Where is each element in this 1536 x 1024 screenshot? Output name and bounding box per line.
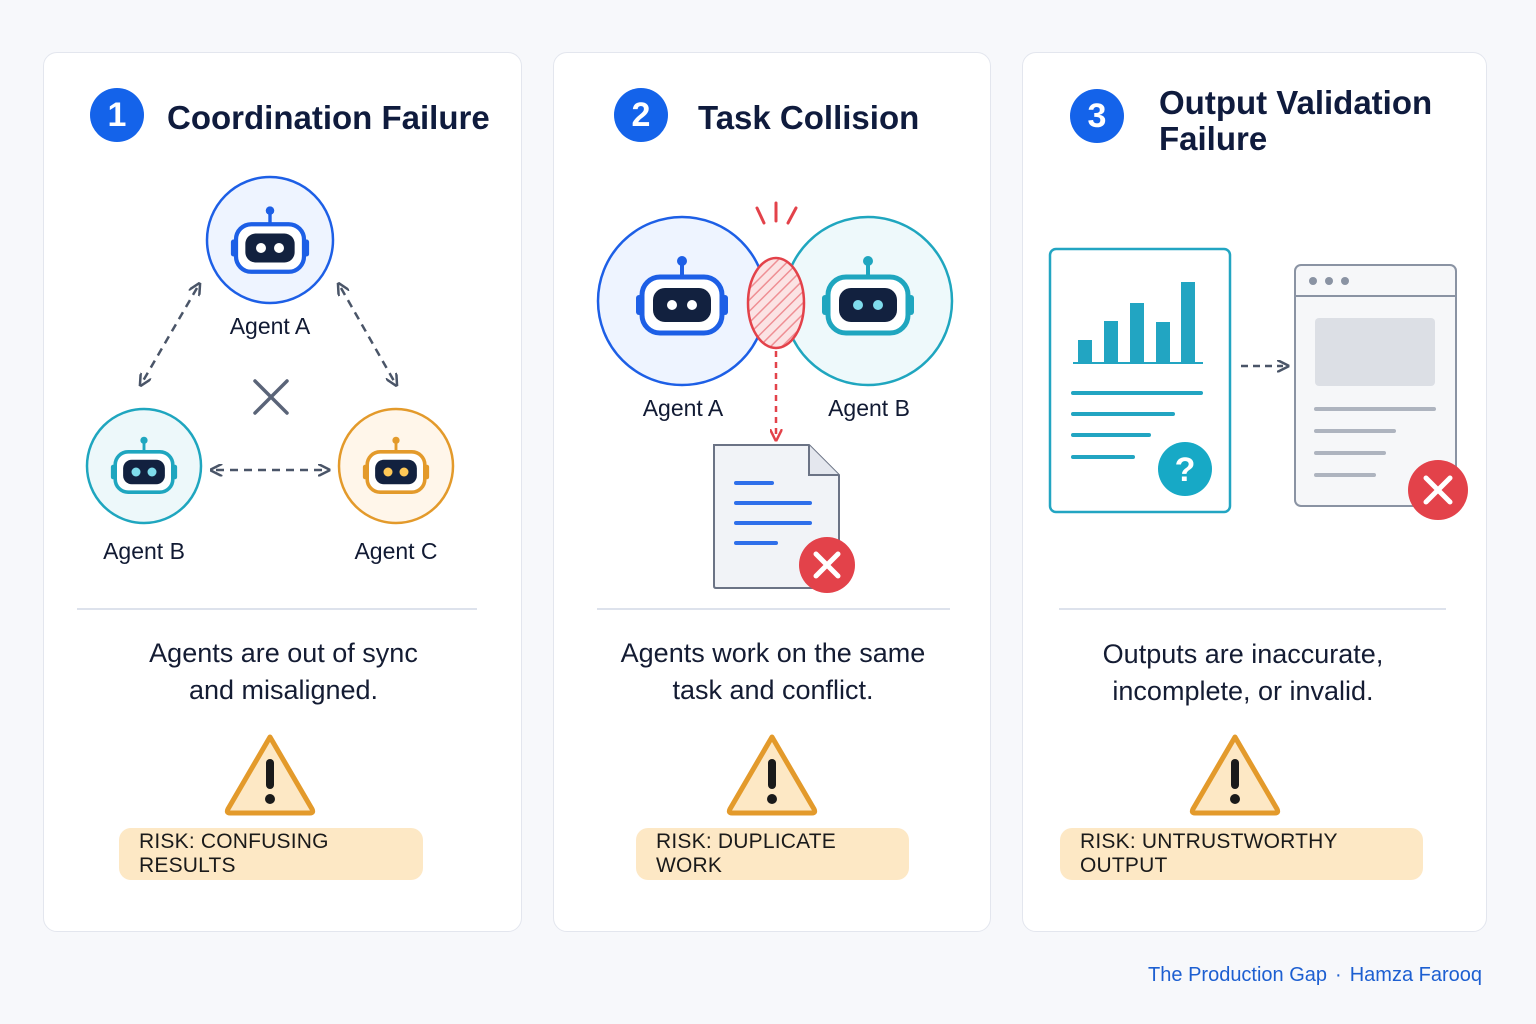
validation-diagram: ? [1048,247,1468,520]
divider [77,608,477,610]
card-description: Outputs are inaccurate, incomplete, or i… [1102,639,1384,706]
agent-a-robot-icon [205,175,335,305]
card-task-collision: 2 Task Collision [553,52,991,932]
risk-badge: RISK: CONFUSING RESULTS [119,828,423,880]
link-a-c [341,288,394,381]
card-description: Agents work on the same task and conflic… [620,638,926,705]
error-x-icon [1408,460,1468,520]
svg-text:?: ? [1175,451,1196,489]
warning-triangle-icon [726,734,818,816]
card-title: Coordination Failure [167,99,490,136]
error-x-icon [799,537,855,593]
risk-badge: RISK: UNTRUSTWORTHY OUTPUT [1060,828,1423,880]
agent-c-robot-icon [337,407,455,525]
agent-a-label: Agent A [643,395,724,421]
question-icon: ? [1158,442,1212,496]
impact-lines-icon [755,201,798,225]
agent-c-label: Agent C [354,538,437,564]
step-number-badge: 3 [1070,89,1124,143]
agent-b-label: Agent B [103,538,185,564]
footer-attribution: The Production Gap · Hamza Farooq [1148,964,1482,987]
card-title: Output Validation Failure [1159,84,1433,157]
step-number-badge: 2 [614,88,668,142]
card-output-validation-failure: 3 Output Validation Failure ? [1022,52,1487,932]
browser-window-icon [1294,264,1457,507]
card-title: Task Collision [698,99,920,136]
author-name[interactable]: Hamza Farooq [1349,964,1482,986]
publication-name[interactable]: The Production Gap [1148,964,1328,986]
divider [597,608,950,610]
warning-triangle-icon [1189,734,1281,816]
divider [1059,608,1446,610]
broken-connection-x-icon [253,379,289,415]
collision-overlap-zone [746,256,806,350]
risk-badge: RISK: DUPLICATE WORK [636,828,909,880]
card-coordination-failure: 1 Coordination Failure [43,52,522,932]
agent-b-robot-icon [782,215,954,387]
agent-b-label: Agent B [828,395,910,421]
footer-separator: · [1335,964,1342,986]
agent-a-robot-icon [596,215,768,387]
coordination-diagram: Agent A Agent B Agent C [85,175,455,564]
step-number-badge: 1 [90,88,144,142]
warning-triangle-icon [224,734,316,816]
link-a-b [143,288,197,381]
card-description: Agents are out of sync and misaligned. [149,638,418,705]
agent-b-robot-icon [85,407,203,525]
collision-diagram: Agent A Agent B [596,201,954,593]
agent-a-label: Agent A [230,313,311,339]
